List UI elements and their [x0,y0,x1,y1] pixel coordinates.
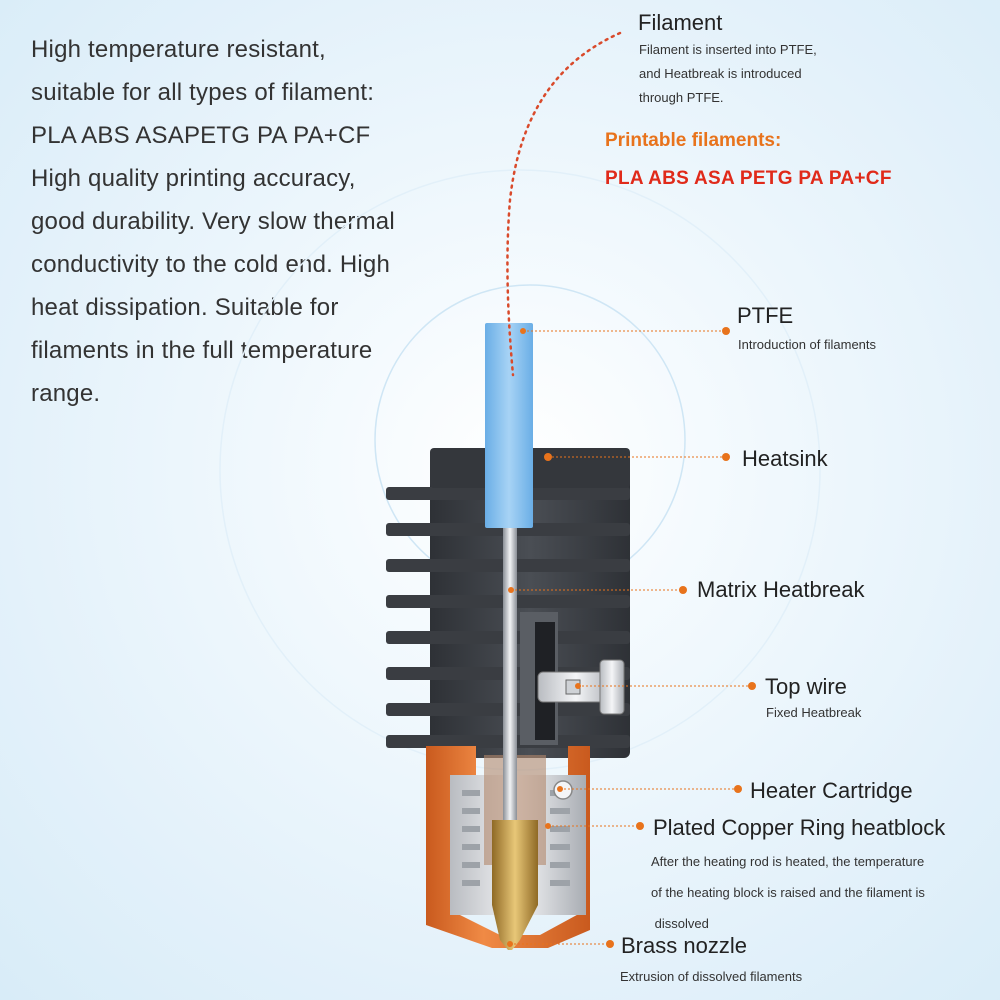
top-wire-title: Top wire [765,674,847,699]
filament-desc-line: and Heatbreak is introduced [639,66,802,81]
top-wire-desc: Fixed Heatbreak [766,705,862,720]
callout-dot-icon [722,453,730,461]
filament-title: Filament [638,10,723,35]
filament-path [506,31,622,377]
callout-dot-icon [606,940,614,948]
matrix-heatbreak [503,520,517,820]
filament-desc: Filament is inserted into PTFE, and Heat… [639,38,817,110]
ptfe-tube [485,323,533,528]
filament-desc-line: Filament is inserted into PTFE, [639,42,817,57]
intro-line: filaments in the full temperature [31,337,373,364]
intro-text: High temperature resistant, suitable for… [31,28,451,415]
heatblock-desc-line: After the heating rod is heated, the tem… [651,854,925,869]
callout-dot-icon [734,785,742,793]
heatblock-desc: After the heating rod is heated, the tem… [651,846,925,939]
callout-dot-icon [575,683,581,689]
intro-line: High temperature resistant, [31,36,326,63]
callout-dot-icon [544,453,552,461]
callout-dot-icon [722,327,730,335]
heatsink-title: Heatsink [742,446,828,471]
printable-heading: Printable filaments: [605,130,782,151]
intro-line: conductivity to the cold end. High [31,251,391,278]
callout-dot-icon [748,682,756,690]
heater-title: Heater Cartridge [750,778,913,803]
intro-line: heat dissipation. Suitable for [31,294,339,321]
heatbreak-title: Matrix Heatbreak [697,577,865,602]
intro-line: good durability. Very slow thermal [31,208,395,235]
callout-dot-icon [507,941,513,947]
intro-line: range. [31,380,101,407]
callout-dot-icon [679,586,687,594]
intro-line: PLA ABS ASAPETG PA PA+CF [31,122,371,149]
heatblock-desc-line: of the heating block is raised and the f… [651,885,925,900]
callout-dot-icon [557,786,563,792]
callout-lines [510,330,752,945]
callout-dots [507,327,756,948]
callout-dot-icon [508,587,514,593]
intro-line: suitable for all types of filament: [31,79,375,106]
callout-dot-icon [636,822,644,830]
printable-list: PLA ABS ASA PETG PA PA+CF [605,168,892,189]
heatblock-desc-line: dissolved [651,916,709,931]
filament-desc-line: through PTFE. [639,90,724,105]
callout-dot-icon [545,823,551,829]
nozzle-desc: Extrusion of dissolved filaments [620,969,803,984]
ptfe-desc: Introduction of filaments [738,337,877,352]
callout-dot-icon [520,328,526,334]
intro-line: High quality printing accuracy, [31,165,356,192]
heatblock-title: Plated Copper Ring heatblock [653,815,946,840]
nozzle-title: Brass nozzle [621,933,747,958]
ptfe-title: PTFE [737,303,794,328]
